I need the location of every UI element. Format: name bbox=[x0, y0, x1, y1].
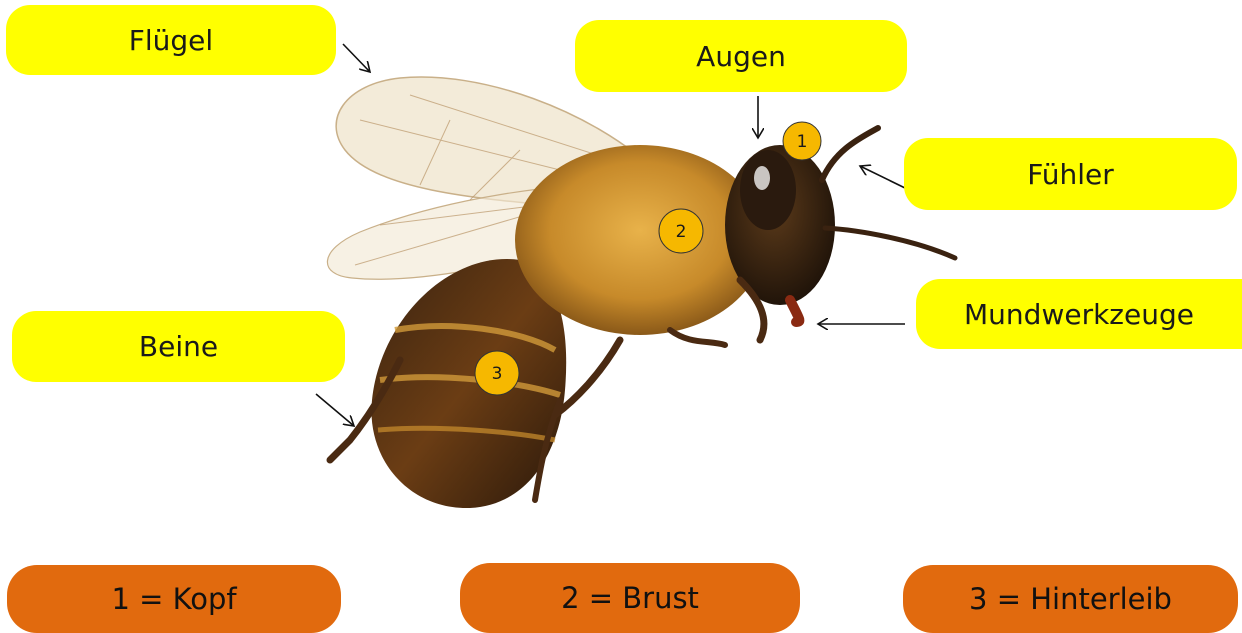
abdomen-drawing bbox=[371, 259, 566, 508]
svg-text:1: 1 bbox=[797, 132, 808, 152]
legend-head: 1 = Kopf bbox=[7, 565, 341, 633]
antennae-label: Fühler bbox=[904, 138, 1237, 210]
marker-thorax: 2 bbox=[659, 209, 703, 253]
mouthparts-label: Mundwerkzeuge bbox=[916, 279, 1242, 349]
legs-arrow bbox=[316, 394, 354, 426]
legs-label: Beine bbox=[12, 311, 345, 382]
svg-text:2: 2 bbox=[676, 222, 687, 242]
wings-label: Flügel bbox=[6, 5, 336, 75]
wings-arrow bbox=[343, 44, 370, 72]
eyes-label: Augen bbox=[575, 20, 907, 92]
legend-abdomen: 3 = Hinterleib bbox=[903, 565, 1238, 633]
svg-text:3: 3 bbox=[492, 364, 503, 384]
antennae-arrow bbox=[860, 166, 905, 188]
head-drawing bbox=[725, 145, 835, 322]
marker-head: 1 bbox=[783, 122, 821, 160]
legend-thorax: 2 = Brust bbox=[460, 563, 800, 633]
marker-abdomen: 3 bbox=[475, 351, 519, 395]
